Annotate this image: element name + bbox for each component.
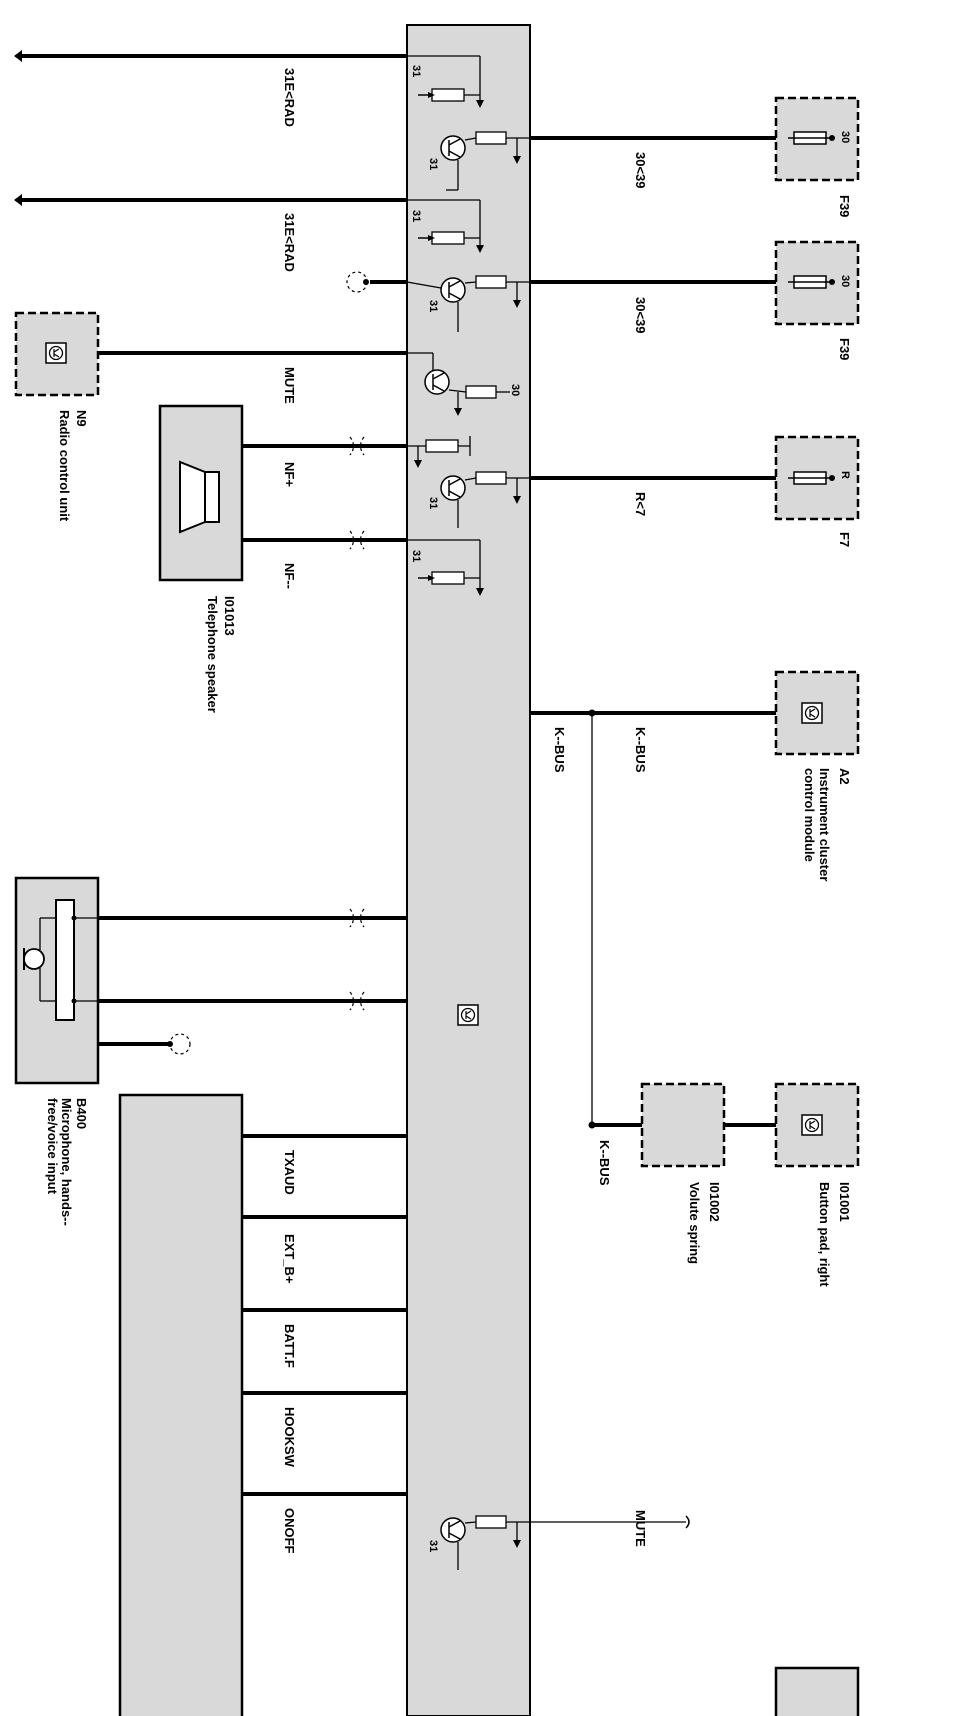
button-pad-id: I01001 (837, 1182, 852, 1222)
pin-label-6: TXAUD (282, 1150, 297, 1195)
telephone-speaker (158, 404, 244, 582)
pin-label-2: 31E<RAD (282, 213, 297, 272)
svg-text:31: 31 (427, 300, 439, 312)
external-connector-block (118, 1093, 244, 1716)
pin-label-8: BATT.F (282, 1324, 297, 1368)
internal-transistor-circuit (440, 131, 530, 191)
instrument-cluster-module (774, 670, 860, 756)
internal-ground-circuit (407, 539, 484, 596)
telephone-module-body (406, 24, 531, 1716)
fuse-label-f7: F7 (837, 532, 852, 547)
svg-text:31: 31 (427, 158, 439, 170)
wire-label-r-7: R<7 (633, 492, 648, 516)
pin-label-9: HOOKSW (282, 1407, 297, 1468)
microphone-id: B400 (74, 1098, 89, 1129)
wire-label-30-39-a: 30<39 (633, 152, 648, 189)
pin-label-1: 31E<RAD (282, 68, 297, 127)
internal-transistor-circuit (406, 275, 530, 332)
internal-mute-output-transistor (440, 1515, 530, 1570)
svg-text:R: R (839, 471, 851, 479)
fuse-label-f39-b: F39 (837, 338, 852, 360)
module-icon (457, 1004, 479, 1026)
svg-text:31: 31 (410, 210, 422, 222)
svg-text:31: 31 (427, 497, 439, 509)
pin-label-5: NF-- (282, 563, 297, 589)
radio-control-unit (14, 311, 100, 397)
svg-text:30: 30 (509, 384, 521, 396)
internal-ground-circuit (407, 55, 484, 108)
wire-label-kbus-b: K--BUS (633, 727, 648, 773)
pin-label-3: MUTE (282, 367, 297, 404)
internal-mute-transistor (407, 352, 510, 416)
radio-name: Radio control unit (57, 410, 72, 522)
svg-text:30: 30 (839, 131, 851, 143)
module-icon (45, 342, 67, 364)
volute-id: I01002 (707, 1182, 722, 1222)
pin-label-4: NF+ (282, 462, 297, 487)
svg-text:30: 30 (839, 275, 851, 287)
svg-text:31: 31 (410, 550, 422, 562)
cluster-id: A2 (837, 768, 852, 785)
pin-label-10: ONOFF (282, 1508, 297, 1554)
internal-ground-circuit (407, 199, 484, 253)
microphone-name-l2: free/voice input (45, 1098, 60, 1195)
wire-label-kbus-a: K--BUS (552, 727, 567, 773)
cluster-name-l1: Instrument cluster (817, 768, 832, 881)
partial-component (774, 1666, 860, 1716)
radio-id: N9 (74, 410, 89, 427)
fuse-f39-a: 30 (774, 96, 860, 182)
module-icon (801, 1114, 823, 1136)
volute-name: Volute spring (687, 1182, 702, 1264)
volute-spring (640, 1082, 726, 1168)
microphone (14, 876, 100, 1085)
button-pad-name: Button pad, right (817, 1182, 832, 1287)
wire-label-30-39-b: 30<39 (633, 297, 648, 334)
speaker-id: I01013 (222, 596, 237, 636)
wire-label-kbus-c: K--BUS (597, 1140, 612, 1186)
fuse-f39-b: 30 (774, 240, 860, 326)
fuse-f7: R (774, 435, 860, 521)
pin-label-11: MUTE (633, 1510, 648, 1547)
microphone-name-l1: Microphone, hands-- (59, 1098, 74, 1226)
fuse-label-f39-a: F39 (837, 195, 852, 217)
internal-nf-circuit (407, 436, 530, 528)
cluster-name-l2: control module (802, 768, 817, 862)
pin-label-7: EXT_B+ (282, 1234, 297, 1284)
button-pad-right (774, 1082, 860, 1168)
svg-text:31: 31 (410, 65, 422, 77)
module-icon (801, 702, 823, 724)
svg-text:31: 31 (427, 1540, 439, 1552)
speaker-name: Telephone speaker (205, 596, 220, 713)
